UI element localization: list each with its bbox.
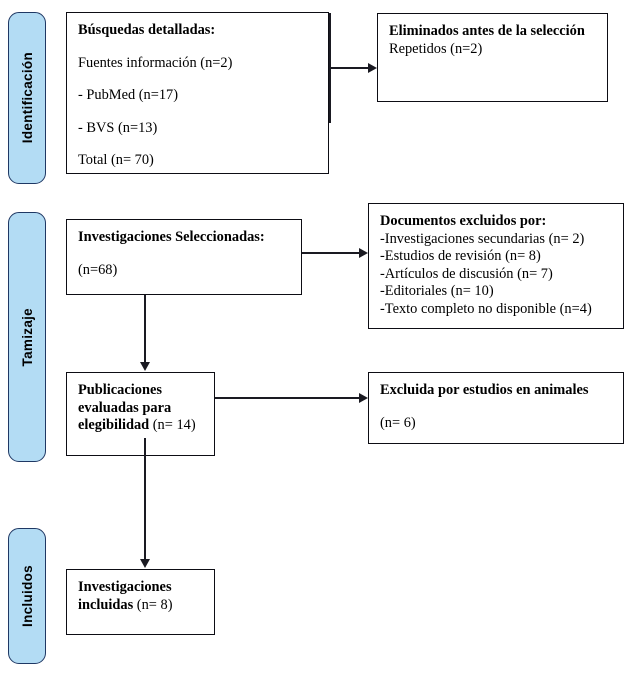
seleccionadas-heading: Investigaciones Seleccionadas: <box>78 229 265 245</box>
incluidas-line1: Investigaciones <box>78 579 172 595</box>
stage-label-incluidos: Incluidos <box>19 565 35 627</box>
excluidos-line-texto-completo: -Texto completo no disponible (n=4) <box>380 300 592 317</box>
box-busquedas-detalladas: Búsquedas detalladas: Fuentes informació… <box>66 12 329 174</box>
excluidos-line-revision: -Estudios de revisión (n= 8) <box>380 248 541 265</box>
stage-label-identificacion: Identificación <box>19 52 35 144</box>
elegibilidad-line3: elegibilidad (n= 14) <box>78 417 203 435</box>
connector-elegibilidad-to-animales <box>215 397 360 399</box>
eliminados-line-repetidos: Repetidos (n=2) <box>389 40 483 57</box>
busquedas-line-pubmed: - PubMed (n=17) <box>78 87 179 104</box>
arrowhead-to-incluidas <box>139 559 150 568</box>
excluidos-heading: Documentos excluidos por: <box>380 213 547 229</box>
arrowhead-to-elegibilidad <box>139 362 150 371</box>
elegibilidad-line1: Publicaciones <box>78 382 162 398</box>
incluidas-line2: incluidas (n= 8) <box>78 597 203 615</box>
stage-pill-identificacion: Identificación <box>8 12 46 184</box>
excluidos-line-editoriales: -Editoriales (n= 10) <box>380 283 494 300</box>
seleccionadas-line-n: (n=68) <box>78 261 118 278</box>
connector-seleccionadas-to-elegibilidad <box>144 295 146 363</box>
arrowhead-to-eliminados <box>368 62 377 73</box>
elegibilidad-line3-count: (n= 14) <box>149 417 196 434</box>
arrowhead-to-animales <box>359 392 368 403</box>
box-excluida-estudios-animales: Excluida por estudios en animales (n= 6) <box>368 372 624 444</box>
connector-busquedas-to-eliminados <box>329 67 369 69</box>
stage-pill-incluidos: Incluidos <box>8 528 46 664</box>
connector-elegibilidad-to-incluidas <box>144 438 146 560</box>
stage-pill-tamizaje: Tamizaje <box>8 212 46 462</box>
busquedas-line-total: Total (n= 70) <box>78 152 154 169</box>
animales-line-n: (n= 6) <box>380 414 416 431</box>
connector-seleccionadas-to-excluidos <box>302 252 360 254</box>
box-publicaciones-elegibilidad: Publicaciones evaluadas para elegibilida… <box>66 372 215 456</box>
box-investigaciones-seleccionadas: Investigaciones Seleccionadas: (n=68) <box>66 219 302 295</box>
elegibilidad-line2: evaluadas para <box>78 399 172 416</box>
excluidos-line-discusion: -Artículos de discusión (n= 7) <box>380 265 553 282</box>
stage-label-tamizaje: Tamizaje <box>19 307 35 367</box>
arrowhead-to-excluidos <box>359 247 368 258</box>
eliminados-heading: Eliminados antes de la selección <box>389 23 585 39</box>
box-documentos-excluidos: Documentos excluidos por: -Investigacion… <box>368 203 624 329</box>
elegibilidad-line3-bold: elegibilidad <box>78 417 150 434</box>
animales-heading: Excluida por estudios en animales <box>380 382 589 398</box>
box-eliminados-antes-seleccion: Eliminados antes de la selección Repetid… <box>377 13 608 102</box>
box-investigaciones-incluidas: Investigaciones incluidas (n= 8) <box>66 569 215 635</box>
excluidos-line-secundarias: -Investigaciones secundarias (n= 2) <box>380 230 585 247</box>
busquedas-line-bvs: - BVS (n=13) <box>78 119 158 136</box>
busquedas-heading: Búsquedas detalladas: <box>78 22 216 38</box>
busquedas-line-fuentes: Fuentes información (n=2) <box>78 54 233 71</box>
incluidas-line2-count: (n= 8) <box>133 596 173 613</box>
incluidas-line2-bold: incluidas <box>78 596 134 613</box>
